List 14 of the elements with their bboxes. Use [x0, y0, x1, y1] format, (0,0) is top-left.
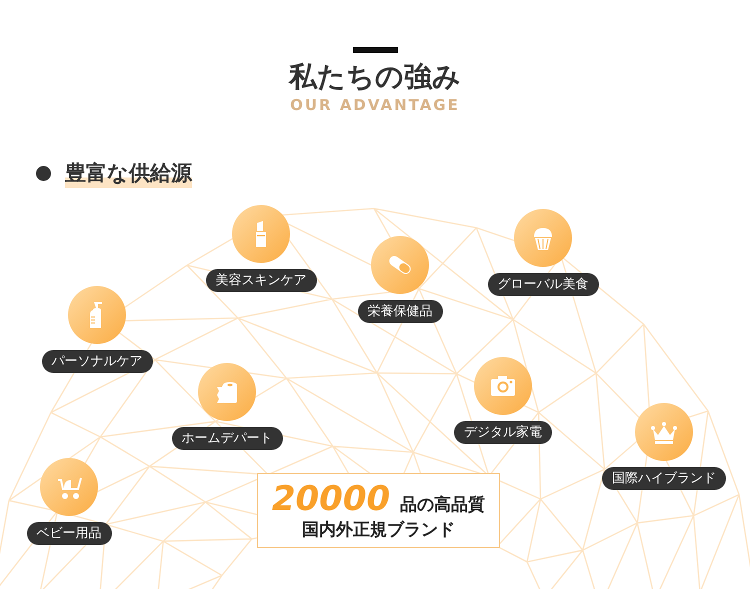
- category-label: グローバル美食: [488, 273, 598, 296]
- category-label: デジタル家電: [454, 421, 552, 444]
- highlight-text: 品の高品質: [400, 494, 486, 516]
- subtitle: OUR ADVANTAGE: [289, 96, 461, 114]
- highlight-text: 国内外正規ブランド: [302, 518, 455, 542]
- title: 私たちの強み: [288, 59, 462, 95]
- category-label: パーソナルケア: [42, 350, 152, 373]
- category-label: 美容スキンケア: [206, 269, 316, 292]
- category-label: 国際ハイブランド: [602, 467, 726, 490]
- category-label: ベビー用品: [26, 522, 112, 545]
- category-label: 栄養保健品: [358, 300, 442, 323]
- highlight-box: [257, 473, 500, 548]
- category-label: ホームデパート: [172, 427, 282, 450]
- highlight-number: 20000: [272, 480, 390, 518]
